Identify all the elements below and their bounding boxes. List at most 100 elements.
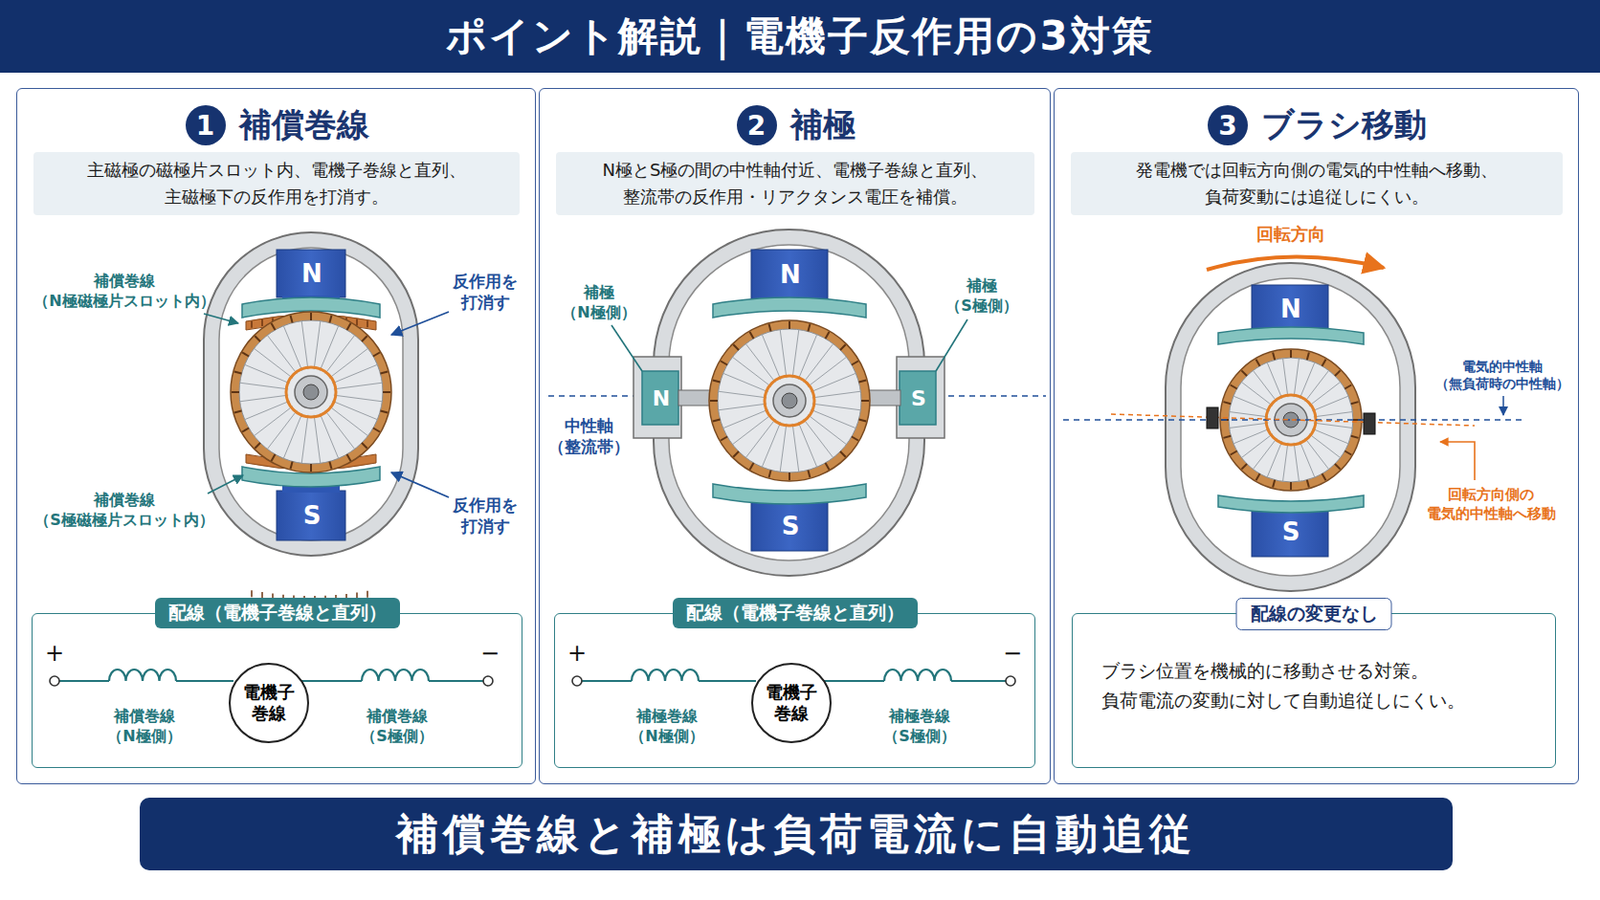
lamination-line — [1229, 412, 1269, 418]
lamination-line — [313, 415, 321, 465]
coil-label: 補償巻線 （S極側） — [360, 707, 434, 748]
slot-line — [347, 323, 352, 331]
pole-letter: S — [781, 511, 800, 544]
description-box: 主磁極の磁極片スロット内、電機子巻線と直列、 主磁極下の反作用を打消す。 — [33, 152, 520, 216]
lamination-line — [266, 410, 297, 449]
wiring-box: 配線（電機子巻線と直列）電機子 巻線+−補償巻線 （N極側）補償巻線 （S極側） — [31, 613, 523, 769]
shifted-axis — [1111, 414, 1475, 426]
terminal — [49, 676, 60, 687]
slot-line — [1344, 385, 1352, 390]
slot-line — [310, 464, 312, 472]
n-pole — [276, 249, 346, 298]
lamination-line — [266, 334, 297, 374]
terminal-sign: − — [480, 639, 500, 669]
slot-line — [1307, 480, 1310, 489]
slot-line — [361, 443, 368, 449]
wire — [822, 680, 885, 683]
note-text: ブラシ位置を機械的に移動させる対策。 負荷電流の変動に対して自動追従しにくい。 — [1101, 656, 1533, 717]
brush — [1206, 407, 1219, 429]
node-text: 発電機では回転方向側の電気的中性軸へ移動、 負荷変動には追従しにくい。 — [1080, 156, 1554, 211]
lamination-line — [807, 415, 846, 445]
coil-label: 補極巻線 （S極側） — [883, 707, 956, 748]
node-text: 2 — [747, 110, 766, 142]
node-text: 電機子 巻線 — [753, 682, 830, 726]
callout-label: 補極 （S極側） — [945, 276, 1019, 317]
callout-label: 反作用を 打消す — [452, 494, 518, 537]
wire — [698, 680, 756, 683]
leader-line — [203, 313, 239, 324]
hub — [294, 376, 328, 409]
wire — [951, 680, 1006, 683]
wiring-header: 配線（電機子巻線と直列） — [155, 598, 400, 629]
armature-core — [239, 320, 383, 465]
panel-heading: 補極 — [790, 103, 856, 148]
slot-line — [261, 319, 264, 327]
interpole-n — [642, 371, 679, 425]
terminal-sign: − — [1002, 639, 1023, 669]
brush-shift-figure — [1063, 256, 1523, 592]
armature — [709, 320, 870, 482]
slot-line — [710, 400, 718, 402]
terminal — [572, 676, 582, 687]
armature-outline — [230, 311, 392, 473]
wiring-box: 配線（電機子巻線と直列）電機子 巻線+−補極巻線 （N極側）補極巻線 （S極側） — [554, 613, 1036, 769]
slot-line — [1334, 370, 1341, 377]
slot-line — [788, 472, 791, 481]
lamination-line — [1305, 438, 1330, 470]
lamination-line — [745, 419, 776, 458]
coil — [631, 669, 699, 682]
slot-line — [361, 335, 368, 342]
axis-label: 中性軸 （整流帯） — [548, 415, 630, 458]
brush — [1363, 413, 1376, 435]
terminal — [1005, 676, 1016, 687]
description-box: 発電機では回転方向側の電気的中性軸へ移動、 負荷変動には追従しにくい。 — [1070, 152, 1563, 216]
lamination-line — [253, 348, 292, 378]
n-pole — [751, 249, 828, 300]
method-panel: 補極2N極とS極の間の中性軸付近、電機子巻線と直列、 整流帯の反作用・リアクタン… — [538, 88, 1051, 785]
method-panel: ブラシ移動3発電機では回転方向側の電気的中性軸へ移動、 負荷変動には追従しにくい… — [1053, 88, 1579, 785]
slot-line — [329, 315, 332, 324]
node-text: 主磁極の磁極片スロット内、電機子巻線と直列、 主磁極下の反作用を打消す。 — [43, 156, 511, 211]
lamination-line — [1311, 396, 1349, 412]
wire — [581, 680, 632, 683]
lamination-line — [325, 410, 356, 449]
slot-line — [840, 451, 846, 458]
lamination-line — [1252, 438, 1277, 470]
lamination-line — [329, 348, 368, 378]
lamination-line — [798, 422, 818, 467]
yoke — [203, 232, 419, 556]
lamination-line — [779, 330, 787, 379]
slot-line — [851, 361, 859, 366]
leader-line — [611, 325, 643, 372]
lamination-line — [333, 395, 383, 402]
lamination-line — [1241, 434, 1273, 459]
slot-line — [1334, 464, 1341, 470]
hub — [773, 384, 806, 418]
lamination-line — [1283, 443, 1289, 483]
slot-line — [861, 400, 869, 402]
node-text: 3 — [1218, 110, 1237, 142]
slot-line — [271, 323, 276, 331]
slot-line — [750, 332, 755, 339]
leader-arrow — [1440, 442, 1475, 481]
compensating-winding-figure — [203, 232, 449, 603]
axis-label: 電気的中性軸 （無負荷時の中性軸） — [1435, 357, 1570, 393]
slot-line — [1230, 385, 1238, 390]
slot-line — [1272, 480, 1275, 489]
caption-bar: 補償巻線と補極は負荷電流に自動追従 — [139, 798, 1453, 871]
pole-shoe — [1218, 327, 1364, 345]
callout-label: 補極 （N極側） — [561, 283, 636, 324]
slot-line — [840, 344, 846, 351]
coil — [361, 669, 429, 682]
lamination-line — [1313, 422, 1354, 428]
n-pole — [1251, 285, 1329, 334]
interpole-s — [899, 371, 936, 425]
pole-letter: N — [1280, 293, 1302, 327]
step-number: 1 — [185, 105, 226, 146]
terminal-sign: + — [44, 639, 65, 669]
lamination-line — [1305, 370, 1330, 402]
slot-line — [712, 380, 721, 383]
slot-line — [750, 463, 755, 470]
slot-line — [310, 312, 312, 321]
slot-line — [234, 372, 243, 375]
